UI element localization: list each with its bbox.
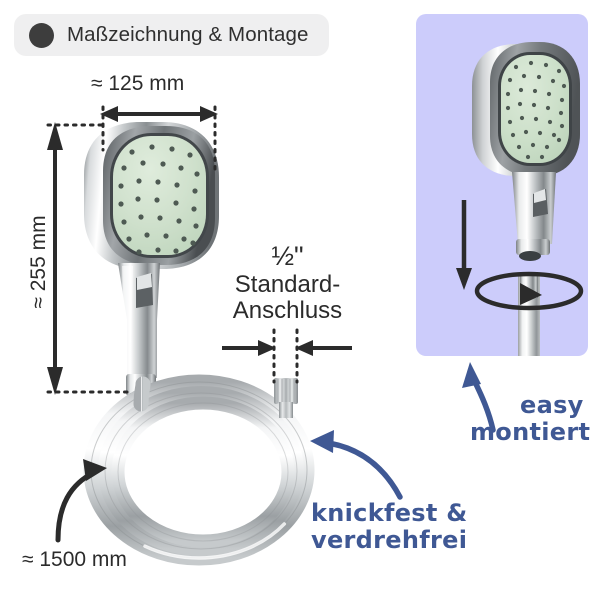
dimension-connector bbox=[222, 328, 352, 384]
curved-arrow-icon bbox=[55, 459, 107, 543]
mount-note-line1: easy bbox=[520, 391, 584, 419]
dimension-width bbox=[100, 105, 218, 177]
mounting-panel bbox=[416, 14, 588, 356]
arrow-right-icon bbox=[200, 106, 218, 122]
hose-note: knickfest & verdrehfrei bbox=[311, 500, 468, 554]
dimension-height-label: ≈ 255 mm bbox=[27, 215, 50, 309]
shower-head-right bbox=[472, 42, 580, 261]
connector-label: ½" Standard- Anschluss bbox=[215, 242, 360, 323]
header-pill: Maßzeichnung & Montage bbox=[14, 14, 329, 56]
dimension-hose-label: ≈ 1500 mm bbox=[22, 548, 127, 571]
connector-label-standard: Standard- bbox=[234, 270, 341, 298]
page-title: Maßzeichnung & Montage bbox=[67, 23, 309, 46]
connector-label-anschluss: Anschluss bbox=[232, 296, 343, 324]
mounting-illustration bbox=[456, 42, 584, 356]
connector-label-inch: ½" bbox=[271, 241, 304, 271]
arrow-down-icon bbox=[456, 200, 472, 290]
half-inch-connector-nut bbox=[274, 378, 298, 418]
hose-note-line2: verdrehfrei bbox=[311, 525, 468, 554]
arrow-up-icon bbox=[47, 122, 63, 150]
arrow-right-icon bbox=[258, 340, 276, 356]
shower-head-left bbox=[84, 122, 219, 414]
hose-note-line1: knickfest & bbox=[311, 499, 468, 527]
arrow-left-icon bbox=[295, 340, 313, 356]
dimension-width-label: ≈ 125 mm bbox=[91, 72, 185, 95]
nozzle-dots-left bbox=[118, 144, 200, 255]
coiled-shower-hose bbox=[83, 374, 315, 566]
bullet-dot-icon bbox=[29, 22, 54, 48]
curved-arrow-blue-icon-hose bbox=[310, 430, 403, 500]
nozzle-dots bbox=[505, 60, 567, 160]
dimension-height bbox=[46, 122, 132, 395]
mount-note-line2: montiert bbox=[470, 417, 591, 446]
mount-note: easy montiert bbox=[470, 391, 590, 446]
arrow-down-icon bbox=[47, 367, 63, 395]
arrow-left-icon bbox=[100, 106, 118, 122]
rotation-icon bbox=[474, 271, 584, 311]
